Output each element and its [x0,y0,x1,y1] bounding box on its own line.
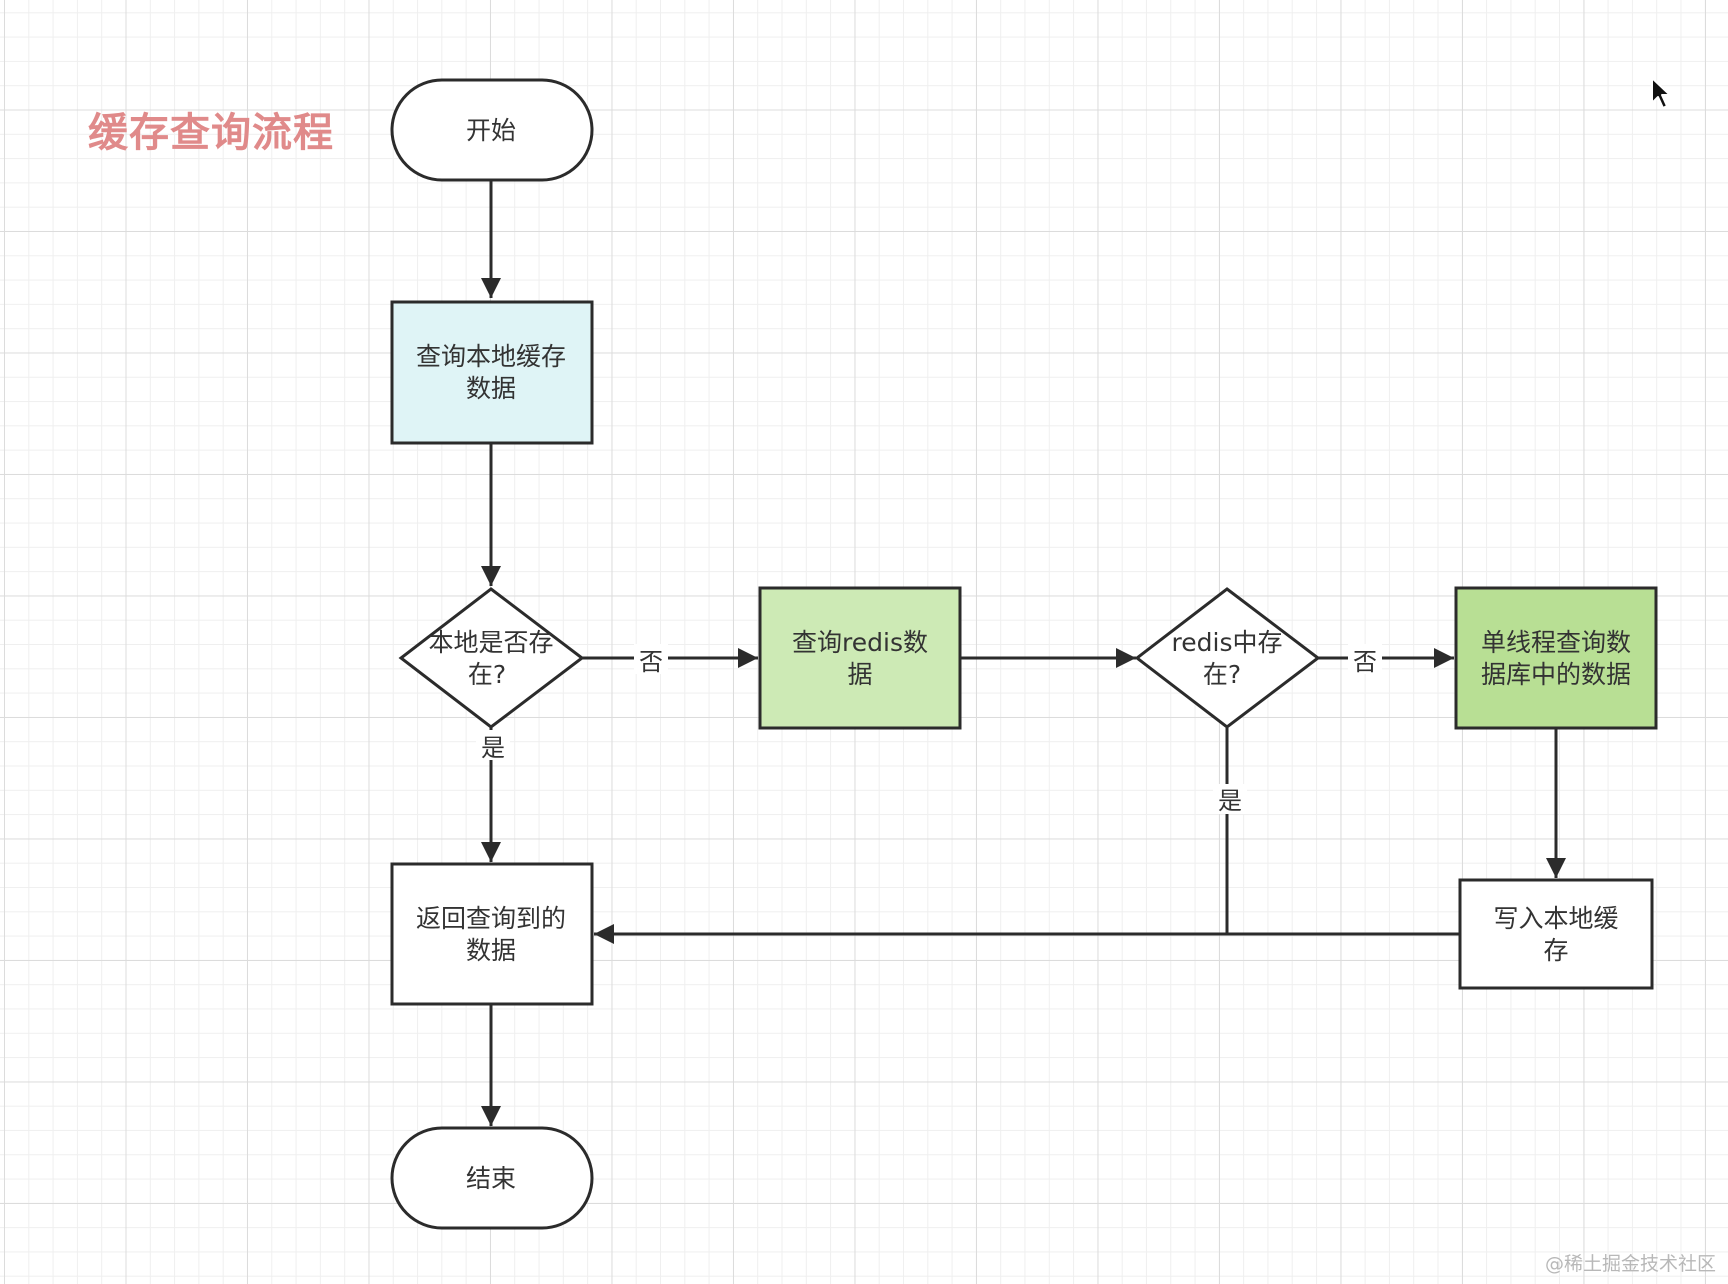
edge-label-redis-no: 否 [1353,648,1377,676]
edges [481,180,1566,1126]
node-return-data-label-line1: 返回查询到的 [416,904,566,933]
node-local-exists [398,587,585,729]
diagram-title: 缓存查询流程 [88,110,334,156]
node-redis-exists [1134,587,1321,729]
edge-labels: 否 是 否 是 [476,644,1382,815]
node-query-redis-label-line1: 查询redis数 [792,628,928,657]
node-start-label: 开始 [466,116,516,145]
node-return-data [390,862,594,1006]
node-query-redis [758,586,962,730]
nodes [390,78,1658,1230]
node-write-local-label-line2: 存 [1543,936,1568,965]
mouse-pointer-icon [1651,77,1671,109]
node-write-local [1458,878,1654,990]
node-local-exists-label-line2: 在? [468,660,506,689]
node-query-local-label-line1: 查询本地缓存 [416,342,566,371]
node-query-db-label-line2: 据库中的数据 [1481,660,1631,689]
node-start [390,78,594,182]
node-texts: 开始 查询本地缓存 数据 本地是否存 在? 查询redis数 据 redis中存… [416,116,1631,1193]
node-end [390,1126,594,1230]
node-local-exists-label-line1: 本地是否存 [428,628,553,657]
edge-label-local-no: 否 [639,648,663,676]
edge-label-redis-yes: 是 [1218,787,1242,815]
node-query-db-label-line1: 单线程查询数 [1481,628,1631,657]
node-redis-exists-label-line1: redis中存 [1172,628,1283,657]
node-write-local-label-line1: 写入本地缓 [1493,904,1618,933]
edge-label-local-yes: 是 [481,734,505,762]
node-query-local-label-line2: 数据 [466,374,516,403]
node-query-redis-label-line2: 据 [847,660,872,689]
node-return-data-label-line2: 数据 [466,936,516,965]
node-query-local [390,300,594,445]
node-query-db [1454,586,1658,730]
watermark: @稀土掘金技术社区 [1544,1253,1716,1275]
node-redis-exists-label-line2: 在? [1203,660,1241,689]
node-end-label: 结束 [466,1164,516,1193]
